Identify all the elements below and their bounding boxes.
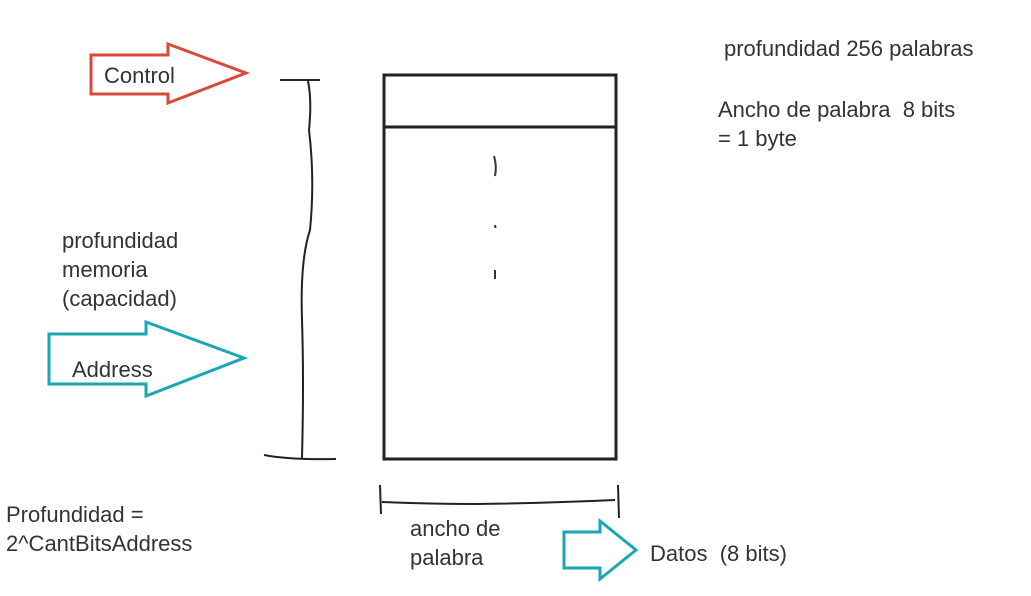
memory-depth-line3: (capacidad) [62,286,177,311]
word-width-line2: = 1 byte [718,126,797,151]
word-width-line1: Ancho de palabra 8 bits [718,97,956,122]
control-arrow [89,41,251,106]
ellipsis-mark-middle [494,224,497,229]
formula-line1: Profundidad = [6,502,144,527]
ellipsis-mark-top [493,155,497,177]
width-label-line1: ancho de [410,516,501,541]
address-label: Address [72,357,153,382]
formula-line2: 2^CantBitsAddress [6,531,193,556]
memory-depth-line2: memoria [62,257,148,282]
memory-depth-line1: profundidad [62,228,179,253]
datos-label: Datos (8 bits) [650,541,787,566]
width-bracket [379,484,620,519]
width-label-line2: palabra [410,545,484,570]
depth-bracket [263,79,337,461]
datos-arrow [562,517,639,583]
address-arrow [47,319,249,399]
control-label: Control [104,63,175,88]
depth-words-label: profundidad 256 palabras [724,36,974,61]
memory-block [382,73,618,461]
